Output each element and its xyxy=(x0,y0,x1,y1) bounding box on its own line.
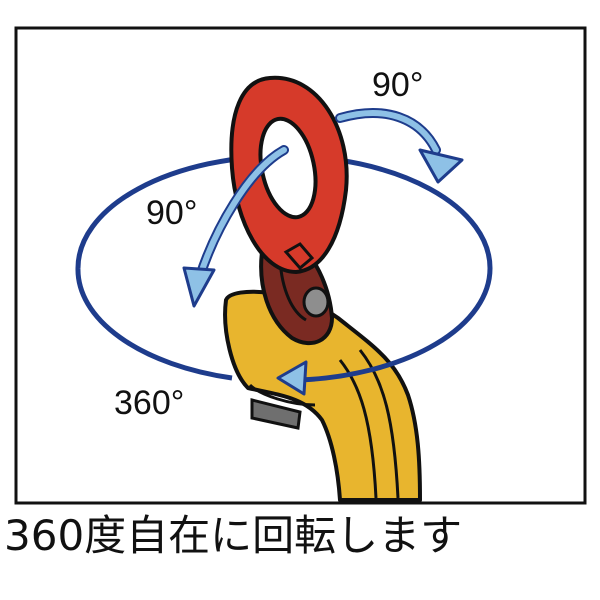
eye-bolt xyxy=(229,75,349,274)
left-rotation-arrowhead xyxy=(182,266,216,308)
base-nut xyxy=(250,398,302,430)
orbit-ellipse-front-left xyxy=(75,267,233,381)
label-bottom-left-angle: 360° xyxy=(114,384,184,422)
orbit-arrowhead xyxy=(276,360,308,396)
top-rotation-arrow xyxy=(335,108,464,184)
left-rotation-arrow xyxy=(182,145,289,308)
orbit-ellipse-front xyxy=(299,267,493,383)
top-rotation-arrowhead xyxy=(418,148,464,184)
label-top-right-angle: 90° xyxy=(372,66,423,104)
swivel-body xyxy=(223,289,422,502)
shackle-pin xyxy=(302,286,330,318)
label-left-angle: 90° xyxy=(146,194,197,232)
caption-text: 360度自在に回転します xyxy=(4,511,463,560)
